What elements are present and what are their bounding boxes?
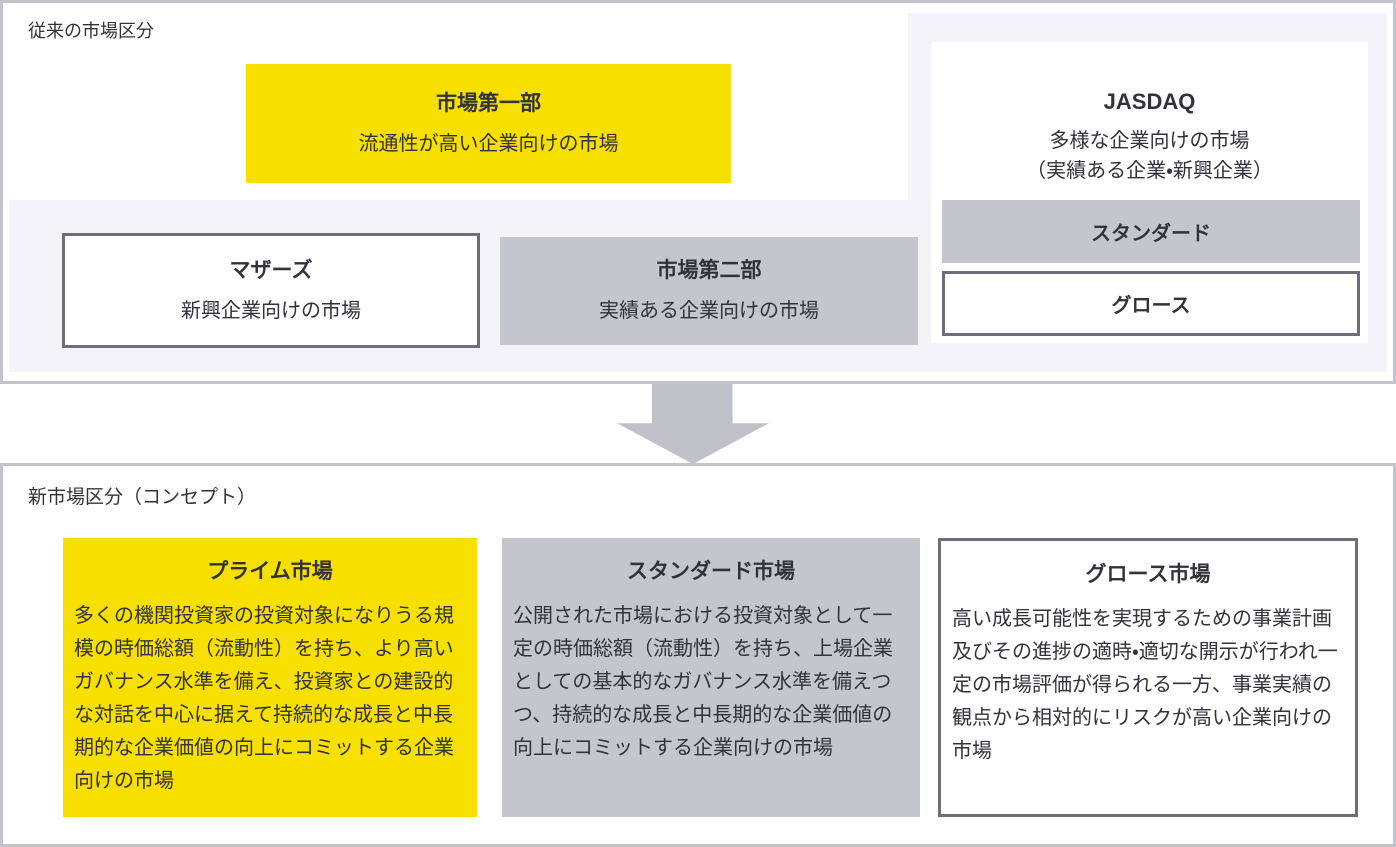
new-section-title: 新市場区分（コンセプト） [28, 487, 257, 508]
prime-market-name: プライム市場 [207, 560, 333, 583]
prime-market-desc: 多くの機関投資家の投資対象になりうる規模の時価総額（流動性）を持ち、より高いガバ… [74, 605, 454, 792]
jasdaq-box: JASDAQ 多様な企業向けの市場 （実績ある企業・新興企業） スタンダード グ… [931, 42, 1368, 343]
jasdaq-name: JASDAQ [1103, 89, 1196, 114]
mothers-desc: 新興企業向けの市場 [181, 299, 361, 322]
second-section-name: 市場第二部 [656, 259, 762, 282]
growth-market-box: グロース市場 高い成長可能性を実現するための事業計画及びその進捗の適時・適切な開… [938, 538, 1358, 817]
standard-market-box: スタンダード市場 公開された市場における投資対象として一定の時価総額（流動性）を… [502, 538, 920, 817]
first-section-box: 市場第一部 流通性が高い企業向けの市場 [246, 64, 731, 183]
second-section-box: 市場第二部 実績ある企業向けの市場 [500, 237, 918, 345]
down-arrow [617, 384, 769, 464]
old-section-title: 従来の市場区分 [28, 21, 154, 41]
jasdaq-standard-label: スタンダード [1091, 223, 1211, 245]
jasdaq-standard-box: スタンダード [942, 200, 1360, 263]
jasdaq-growth-label: グロース [1111, 295, 1191, 317]
jasdaq-desc-line2: （実績ある企業・新興企業） [1026, 160, 1273, 182]
first-section-name: 市場第一部 [436, 91, 541, 115]
jasdaq-growth-box: グロース [942, 271, 1360, 336]
standard-market-desc: 公開された市場における投資対象として一定の時価総額（流動性）を持ち、上場企業とし… [513, 605, 893, 759]
standard-market-name: スタンダード市場 [627, 560, 795, 583]
mothers-name: マザーズ [229, 258, 313, 282]
growth-market-desc: 高い成長可能性を実現するための事業計画及びその進捗の適時・適切な開示が行われ一定… [952, 608, 1338, 762]
second-section-desc: 実績ある企業向けの市場 [599, 300, 819, 322]
first-section-desc: 流通性が高い企業向けの市場 [358, 132, 619, 155]
new-market-panel: 新市場区分（コンセプト） プライム市場 多くの機関投資家の投資対象になりうる規模… [0, 463, 1396, 847]
growth-market-name: グロース市場 [1085, 563, 1211, 586]
prime-market-box: プライム市場 多くの機関投資家の投資対象になりうる規模の時価総額（流動性）を持ち… [63, 538, 477, 817]
old-market-panel: 従来の市場区分 市場第一部 流通性が高い企業向けの市場 マザーズ 新興企業向けの… [0, 0, 1396, 384]
jasdaq-desc-line1: 多様な企業向けの市場 [1049, 130, 1250, 152]
mothers-box: マザーズ 新興企業向けの市場 [62, 233, 480, 348]
